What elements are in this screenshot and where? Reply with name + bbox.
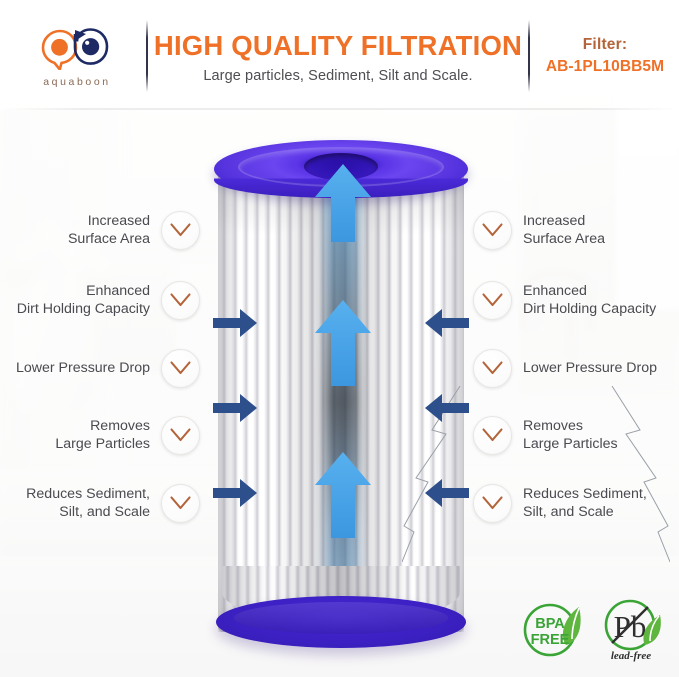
header-divider-right xyxy=(528,20,530,92)
feature-label: Reduces Sediment, Silt, and Scale xyxy=(523,485,647,520)
brand-wordmark: aquaboon xyxy=(43,76,111,88)
certification-badges: BPA FREE Pb lead-free xyxy=(520,598,672,666)
aquaboon-logo-icon xyxy=(41,28,113,73)
arrow-up-icon xyxy=(315,300,371,386)
filter-model-block: Filter: AB-1PL10BB5M xyxy=(532,36,678,76)
lead-free-caption: lead-free xyxy=(611,650,651,662)
feature-right-reduces-sediment-silt-scale: Reduces Sediment, Silt, and Scale xyxy=(473,483,647,523)
page-title: HIGH QUALITY FILTRATION xyxy=(153,30,523,61)
feature-left-increased-surface-area: Increased Surface Area xyxy=(67,210,200,250)
arrow-left-icon xyxy=(425,394,469,422)
brand-logo: aquaboon xyxy=(22,22,132,94)
arrow-right-icon xyxy=(213,309,257,337)
arrow-left-icon xyxy=(425,479,469,507)
check-icon xyxy=(473,348,512,388)
filter-cartridge-illustration xyxy=(196,136,670,656)
arrow-up-icon xyxy=(315,164,371,242)
filter-bottom-cap-inner xyxy=(234,602,448,634)
feature-label: Increased Surface Area xyxy=(523,212,606,247)
feature-label: Removes Large Particles xyxy=(55,417,150,452)
filter-outline-zigzag-right xyxy=(611,386,670,563)
feature-left-removes-large-particles: Removes Large Particles xyxy=(55,415,200,455)
feature-label: Removes Large Particles xyxy=(523,417,618,452)
check-icon xyxy=(161,280,200,320)
feature-label: Enhanced Dirt Holding Capacity xyxy=(523,282,657,317)
check-icon xyxy=(473,415,512,455)
check-icon xyxy=(161,483,200,523)
feature-label: Enhanced Dirt Holding Capacity xyxy=(16,282,150,317)
header-background xyxy=(0,0,679,110)
arrow-right-icon xyxy=(213,479,257,507)
filter-label: Filter: xyxy=(582,36,628,53)
filter-outline-zigzag-left xyxy=(402,386,461,563)
feature-left-lower-pressure-drop: Lower Pressure Drop xyxy=(15,348,200,388)
feature-left-reduces-sediment-silt-scale: Reduces Sediment, Silt, and Scale xyxy=(26,483,200,523)
header-banner: aquaboon HIGH QUALITY FILTRATION Large p… xyxy=(0,0,679,110)
bpa-line2: FREE xyxy=(531,632,570,648)
bpa-line1: BPA xyxy=(535,616,565,632)
check-icon xyxy=(161,415,200,455)
feature-label: Lower Pressure Drop xyxy=(523,359,658,376)
check-icon xyxy=(473,280,512,320)
feature-right-removes-large-particles: Removes Large Particles xyxy=(473,415,618,455)
feature-label: Lower Pressure Drop xyxy=(15,359,150,376)
filter-model-code: AB-1PL10BB5M xyxy=(545,58,665,75)
arrow-up-icon xyxy=(315,452,371,538)
check-icon xyxy=(473,483,512,523)
bpa-free-badge: BPA FREE xyxy=(520,599,586,666)
lead-free-badge: Pb lead-free xyxy=(598,597,670,668)
header-divider-left xyxy=(146,20,148,92)
filter-core-channel xyxy=(325,176,359,626)
check-icon xyxy=(161,210,200,250)
feature-right-enhanced-dirt-holding-capacity: Enhanced Dirt Holding Capacity xyxy=(473,280,657,320)
arrow-right-icon xyxy=(213,394,257,422)
check-icon xyxy=(473,210,512,250)
arrow-left-icon xyxy=(425,309,469,337)
feature-right-lower-pressure-drop: Lower Pressure Drop xyxy=(473,348,658,388)
check-icon xyxy=(161,348,200,388)
feature-label: Reduces Sediment, Silt, and Scale xyxy=(26,485,150,520)
page-subtitle: Large particles, Sediment, Silt and Scal… xyxy=(203,67,473,84)
filter-bottom-cap xyxy=(216,596,466,648)
feature-label: Increased Surface Area xyxy=(67,212,150,247)
header-title-block: HIGH QUALITY FILTRATION Large particles,… xyxy=(152,30,524,84)
feature-right-increased-surface-area: Increased Surface Area xyxy=(473,210,606,250)
feature-left-enhanced-dirt-holding-capacity: Enhanced Dirt Holding Capacity xyxy=(16,280,200,320)
header-underline xyxy=(0,108,679,110)
